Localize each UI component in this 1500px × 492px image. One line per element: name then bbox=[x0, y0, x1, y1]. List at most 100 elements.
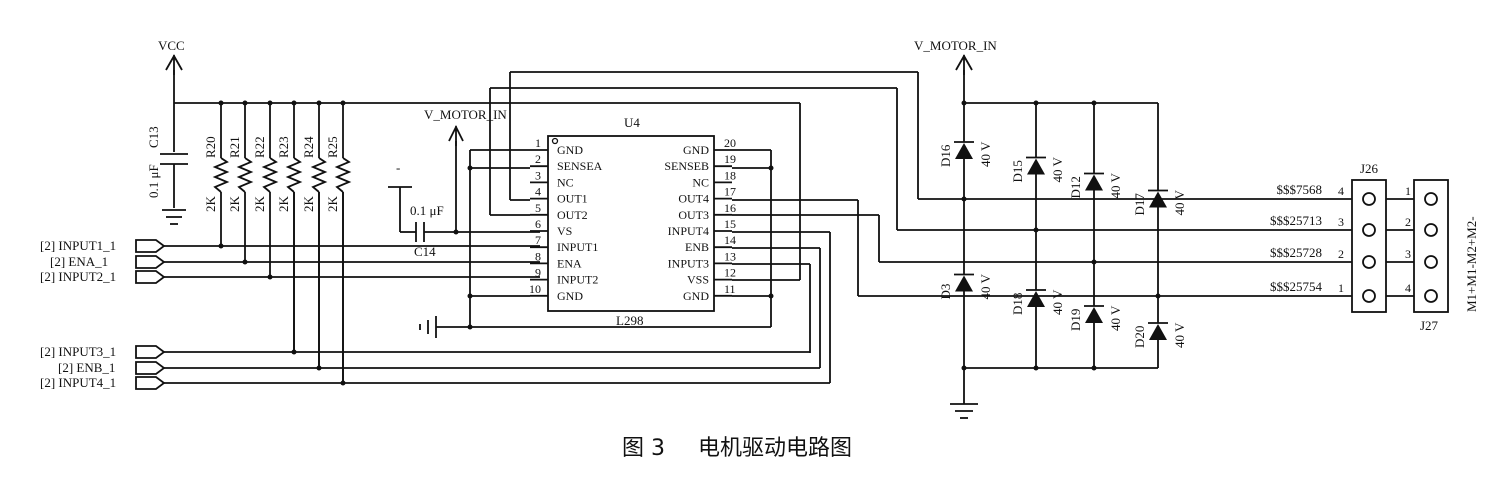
ic-pin-name: GND bbox=[683, 289, 709, 303]
ic-pin-name: OUT1 bbox=[557, 192, 588, 206]
ic-pin-number: 15 bbox=[724, 217, 736, 231]
j26-pin bbox=[1362, 289, 1376, 303]
diode-d19 bbox=[1085, 307, 1103, 323]
j27-ref: J27 bbox=[1420, 318, 1439, 333]
pin1-marker bbox=[551, 137, 559, 145]
diode-value: 40 V bbox=[1050, 289, 1065, 315]
ic-pin-number: 20 bbox=[724, 136, 736, 150]
resistor-value: 2K bbox=[276, 196, 291, 213]
net-label: $$$7568 bbox=[1277, 182, 1323, 197]
resistor-value: 2K bbox=[203, 196, 218, 213]
diode-value: 40 V bbox=[1172, 322, 1187, 348]
ic-body bbox=[547, 135, 715, 312]
resistor-ref: R25 bbox=[325, 136, 340, 158]
ic-pin-number: 5 bbox=[535, 201, 541, 215]
ic-pin-name: OUT2 bbox=[557, 208, 588, 222]
ic-pin-number: 4 bbox=[535, 185, 541, 199]
ic-pin-number: 3 bbox=[535, 168, 541, 182]
j27-pin bbox=[1424, 255, 1438, 269]
ic-pin-name: OUT3 bbox=[678, 208, 709, 222]
ic-pin-name: SENSEA bbox=[557, 159, 603, 173]
ic-pin-name: ENA bbox=[557, 256, 582, 270]
j27-pin bbox=[1424, 223, 1438, 237]
diode-value: 40 V bbox=[1108, 172, 1123, 198]
j26-pin bbox=[1362, 223, 1376, 237]
resistor-ref: R23 bbox=[276, 136, 291, 158]
c13-value: 0.1 μF bbox=[146, 164, 161, 198]
j27-pin-number: 2 bbox=[1405, 215, 1411, 229]
vmotor-mid-label: V_MOTOR_IN bbox=[424, 107, 507, 122]
vcc-label: VCC bbox=[158, 38, 185, 53]
port-ena-1 bbox=[135, 255, 166, 269]
ic-pin-number: 6 bbox=[535, 217, 541, 231]
port-label: [2] INPUT3_1 bbox=[40, 344, 116, 359]
ic-pin-name: GND bbox=[557, 143, 583, 157]
ic-pin-number: 16 bbox=[724, 201, 736, 215]
port-label: [2] INPUT2_1 bbox=[40, 269, 116, 284]
ic-pin-name: INPUT2 bbox=[557, 273, 598, 287]
j27-pin-number: 4 bbox=[1405, 281, 1411, 295]
ic-wiring bbox=[348, 71, 919, 383]
ic-pin-number: 12 bbox=[724, 266, 736, 280]
c14-section: V_MOTOR_IN - 0.1 μF C14 bbox=[388, 107, 540, 259]
j27-pin-number: 1 bbox=[1405, 184, 1411, 198]
net-labels: $$$7568$$$25713$$$25728$$$25754 bbox=[1270, 182, 1323, 294]
resistor-r22 bbox=[261, 157, 279, 193]
resistor-r24 bbox=[310, 157, 328, 193]
ic-pin-name: GND bbox=[557, 289, 583, 303]
j27-body bbox=[1413, 179, 1449, 313]
c13-ref: C13 bbox=[146, 126, 161, 148]
ic-part: L298 bbox=[616, 313, 643, 328]
net-label: $$$25728 bbox=[1270, 245, 1322, 260]
port-input3-1 bbox=[135, 345, 166, 359]
resistor-r25 bbox=[334, 157, 352, 193]
diode-ref: D16 bbox=[938, 144, 953, 167]
j27-pin-number: 3 bbox=[1405, 247, 1411, 261]
c14-value: 0.1 μF bbox=[410, 203, 444, 218]
ic-pin-number: 10 bbox=[529, 282, 541, 296]
ic-pin-number: 19 bbox=[724, 152, 736, 166]
ic-pin-number: 9 bbox=[535, 266, 541, 280]
port-label: [2] ENB_1 bbox=[58, 360, 115, 375]
ic-pin-name: VS bbox=[557, 224, 572, 238]
resistor-value: 2K bbox=[227, 196, 242, 213]
ic-pin-number: 17 bbox=[724, 185, 736, 199]
input-ports: [2] INPUT1_1[2] ENA_1[2] INPUT2_1 [2] INP… bbox=[40, 192, 830, 390]
resistor-value: 2K bbox=[252, 196, 267, 213]
net-label: $$$25713 bbox=[1270, 213, 1322, 228]
ic-pin-number: 14 bbox=[724, 233, 736, 247]
diode-d3 bbox=[955, 275, 973, 292]
diode-d16 bbox=[955, 143, 973, 159]
resistor-r21 bbox=[236, 157, 254, 193]
diode-value: 40 V bbox=[978, 141, 993, 167]
diode-ref: D17 bbox=[1132, 193, 1147, 216]
ic-pin-name: GND bbox=[683, 143, 709, 157]
j26-pin-number: 1 bbox=[1338, 281, 1344, 295]
ic-pin-number: 13 bbox=[724, 249, 736, 263]
port-label: [2] INPUT4_1 bbox=[40, 375, 116, 390]
port-label: [2] ENA_1 bbox=[50, 254, 108, 269]
vcc-section: VCC 0.1 μF C13 R202KR212KR222KR232KR242K… bbox=[146, 38, 352, 386]
ic-pin-name: NC bbox=[692, 175, 709, 189]
resistor-r20 bbox=[212, 157, 230, 193]
resistor-ref: R24 bbox=[301, 136, 316, 158]
ic-pin-name: INPUT1 bbox=[557, 240, 598, 254]
diode-value: 40 V bbox=[1050, 156, 1065, 182]
diode-value: 40 V bbox=[1172, 189, 1187, 215]
ic-pin-number: 18 bbox=[724, 168, 736, 182]
ic-pin-number: 8 bbox=[535, 249, 541, 263]
diode-d18 bbox=[1027, 291, 1045, 307]
diode-ref: D19 bbox=[1068, 309, 1083, 331]
j26-pin-number: 4 bbox=[1338, 184, 1344, 198]
j27-label: M1+M1-M2+M2- bbox=[1464, 216, 1479, 312]
port-label: [2] INPUT1_1 bbox=[40, 238, 116, 253]
resistor-value: 2K bbox=[301, 196, 316, 213]
port-input4-1 bbox=[135, 376, 166, 390]
ic-pin-number: 7 bbox=[535, 233, 541, 247]
